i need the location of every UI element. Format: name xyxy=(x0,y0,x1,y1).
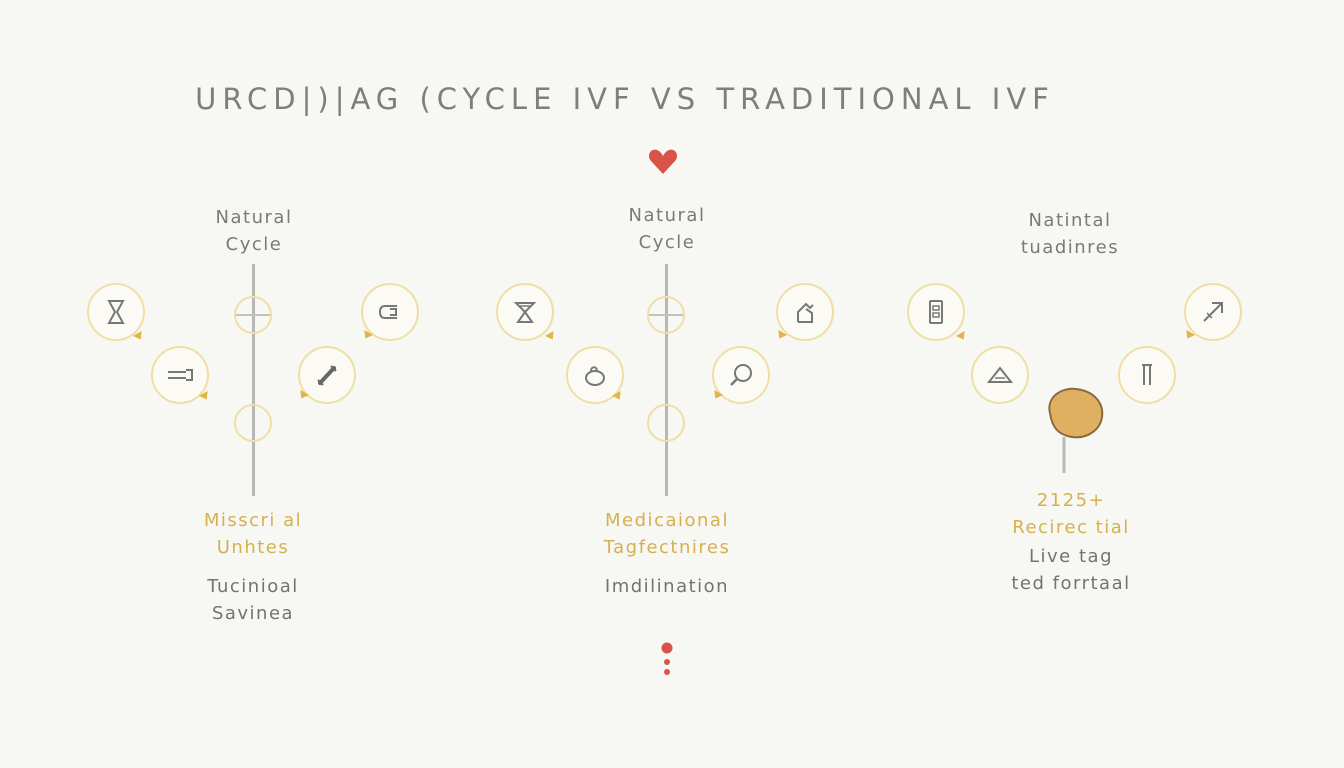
timeline-spine xyxy=(252,264,255,496)
outcome-detail: Tucinioal Savinea xyxy=(207,576,299,624)
timeline-ring xyxy=(234,296,272,334)
phone-icon xyxy=(907,283,965,341)
outcome-detail: Live tag ted forrtaal xyxy=(1011,546,1131,594)
triangle-icon xyxy=(971,346,1029,404)
outcome-detail: Imdilination xyxy=(604,576,730,597)
syringe-icon xyxy=(298,346,356,404)
node-pointer xyxy=(544,330,558,343)
outcome-label: 2125+ Recirec tial xyxy=(1012,490,1130,538)
catheter-icon xyxy=(1118,346,1176,404)
flask-icon xyxy=(776,283,834,341)
timeline-spine xyxy=(665,264,668,496)
magnifier-icon xyxy=(712,346,770,404)
outcome-label: Medicaional Tagfectnires xyxy=(603,510,731,558)
hourglass-icon xyxy=(87,283,145,341)
column-label: Natural Cycle xyxy=(628,205,706,253)
column-label: Natural Cycle xyxy=(215,207,293,255)
diagram-title: URCD|)|AG (CYCLE IVF VS TRADITIONAL IVF xyxy=(195,82,1055,116)
more-dots-icon xyxy=(661,642,673,675)
timeline-ring xyxy=(647,404,685,442)
arrow-icon xyxy=(1184,283,1242,341)
node-pointer xyxy=(955,330,969,343)
pill-bottle-icon xyxy=(361,283,419,341)
embryo-icon xyxy=(1048,387,1104,473)
funnel-icon xyxy=(496,283,554,341)
timeline-ring xyxy=(647,296,685,334)
cable-icon xyxy=(151,346,209,404)
column-label: Natintal tuadinres xyxy=(1020,210,1120,258)
outcome-label: Misscri al Unhtes xyxy=(203,510,303,558)
heart-icon xyxy=(648,149,678,174)
bag-icon xyxy=(566,346,624,404)
timeline-ring xyxy=(234,404,272,442)
